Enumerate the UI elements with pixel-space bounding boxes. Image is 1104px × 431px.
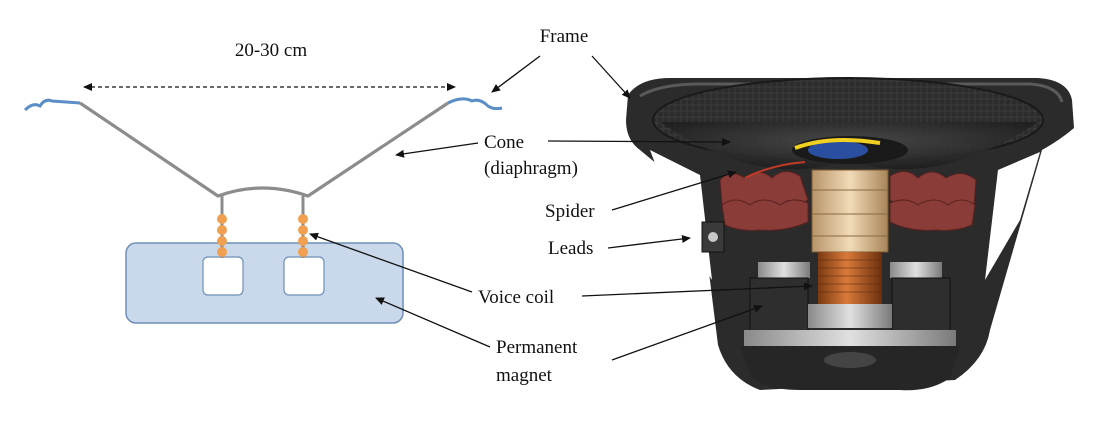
label-magnet-sub: magnet (496, 365, 553, 386)
label-leads: Leads (548, 238, 593, 259)
copper-winding-lines (818, 259, 882, 293)
lead-screw (708, 232, 718, 242)
rim-left (23, 98, 81, 112)
coil-dots-right (298, 214, 308, 257)
magnet-gap-left (202, 256, 244, 296)
label-magnet: Permanent (496, 337, 578, 358)
arrow-voice-coil-left (309, 232, 473, 293)
label-cone: Cone (484, 132, 524, 153)
arrow-frame-right (591, 55, 631, 99)
speaker-cutaway-illustration (626, 77, 1074, 391)
coil-dots-left (217, 214, 227, 257)
arrow-magnet-left (375, 297, 491, 348)
label-spider: Spider (545, 201, 595, 222)
basket-window-left (650, 150, 712, 280)
pole-piece (808, 304, 892, 328)
cone-profile (79, 101, 449, 198)
label-voice-coil: Voice coil (478, 287, 554, 308)
bobbin (811, 169, 889, 253)
arrow-cone-left (395, 142, 479, 158)
arrow-spider (611, 170, 737, 211)
top-plate-left (758, 262, 810, 278)
bottom-housing (740, 346, 960, 391)
copper-coil (818, 252, 882, 304)
label-cone-sub: (diaphragm) (484, 158, 578, 179)
arrow-voice-coil-right (581, 282, 813, 297)
basket-window-right (985, 152, 1040, 280)
magnet-ring-right (891, 277, 951, 339)
rim-right (447, 97, 503, 111)
dimension-label: 20-30 cm (235, 40, 308, 61)
arrow-cone-right (547, 137, 731, 146)
spider-corrugation (719, 171, 977, 231)
arrow-frame-left (491, 55, 541, 93)
label-frame: Frame (540, 26, 589, 47)
arrow-magnet-right (611, 304, 763, 361)
top-plate-right (890, 262, 942, 278)
vent (824, 352, 876, 368)
brand-badge (808, 141, 868, 159)
schematic-speaker: 20-30 cm (23, 40, 503, 324)
arrow-leads (607, 234, 691, 249)
back-plate (744, 330, 956, 346)
brand-accent (794, 137, 881, 150)
magnet-block (125, 242, 404, 324)
magnet-gap-right (283, 256, 325, 296)
lead-wire (744, 161, 806, 179)
annotations: Frame Cone (diaphragm) Spider Leads Voic… (309, 26, 813, 386)
